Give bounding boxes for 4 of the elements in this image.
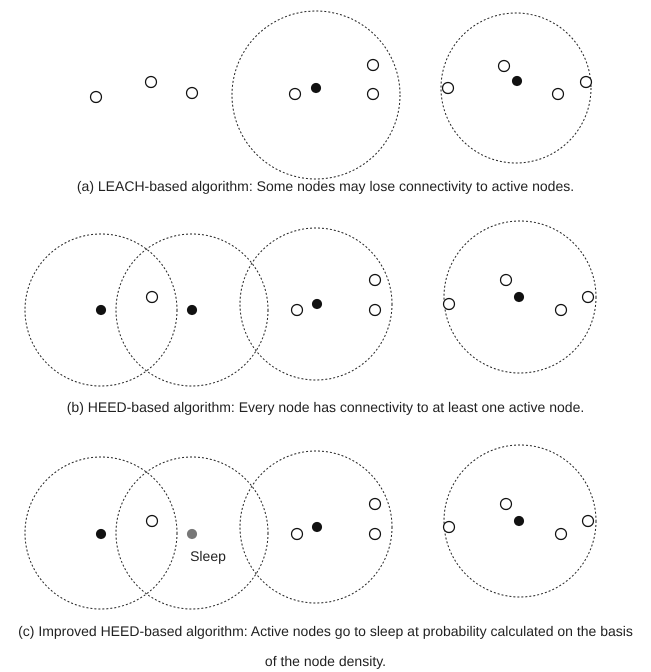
caption: (b) HEED-based algorithm: Every node has connectivity to at least one active node.	[66, 398, 586, 417]
caption: (c) Improved HEED-based algorithm: Active nodes go to sleep at probability calculated on the basis of the node density.	[17, 622, 634, 671]
node-label: Sleep	[189, 547, 227, 566]
caption: (a) LEACH-based algorithm: Some nodes may lose connectivity to active nodes.	[76, 177, 576, 196]
